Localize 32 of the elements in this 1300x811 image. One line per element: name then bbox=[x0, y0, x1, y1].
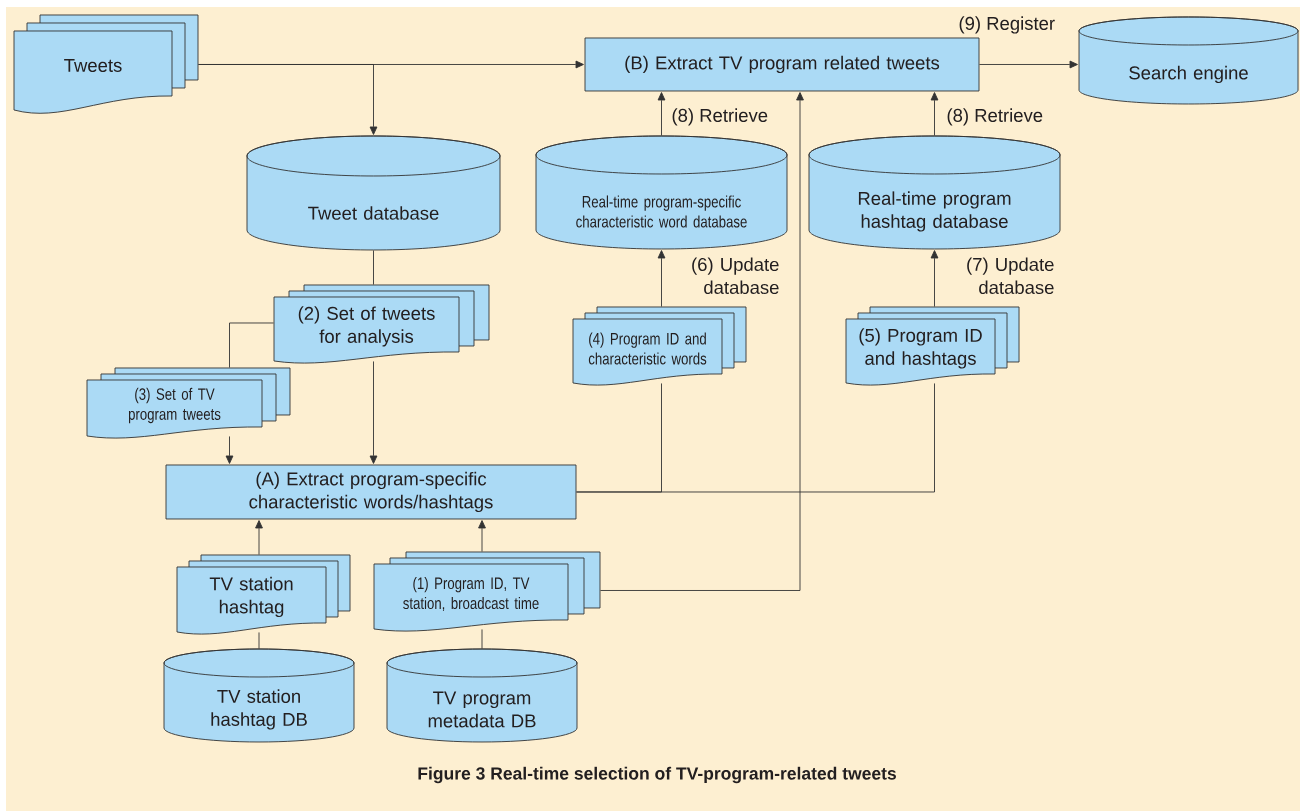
database-cylinder: TV program metadata DB bbox=[386, 648, 578, 743]
edge-label: (8) Retrieve bbox=[947, 108, 1043, 126]
arrow bbox=[657, 250, 666, 307]
document-stack: (1) Program ID, TV station, broadcast time bbox=[373, 551, 601, 632]
arrow bbox=[657, 92, 666, 136]
arrow bbox=[369, 361, 378, 464]
caption: Figure 3 Real-time selection of TV-program-related tweets bbox=[418, 766, 896, 784]
process-box: (B) Extract TV program related tweets bbox=[584, 37, 980, 92]
database-cylinder: Real-time program-specific characteristic word database bbox=[535, 135, 788, 250]
edge-label: (9) Register bbox=[959, 16, 1055, 34]
arrow bbox=[255, 520, 263, 555]
document-stack: (2) Set of tweets for analysis bbox=[273, 284, 490, 364]
arrow bbox=[225, 436, 234, 464]
document-stack: TV station hashtag bbox=[176, 554, 351, 635]
edge-label: (6) Update database bbox=[692, 257, 779, 295]
database-cylinder: Tweet database bbox=[246, 135, 501, 251]
document-stack: (4) Program ID and characteristic words bbox=[572, 306, 747, 386]
arrow bbox=[979, 60, 1078, 69]
database-cylinder: Real-time program hashtag database bbox=[808, 135, 1061, 250]
arrow bbox=[930, 250, 939, 307]
arrow bbox=[600, 92, 804, 591]
document-stack: (3) Set of TV program tweets bbox=[86, 367, 291, 439]
edge-label: (8) Retrieve bbox=[672, 108, 768, 126]
arrow bbox=[930, 92, 939, 136]
document-stack: (5) Program ID and hashtags bbox=[845, 306, 1020, 386]
database-cylinder: TV station hashtag DB bbox=[163, 648, 355, 743]
document-stack: Tweets bbox=[13, 14, 199, 114]
process-box: (A) Extract program-specific characteristic words/hashtags bbox=[165, 464, 577, 520]
edge-label: (7) Update database bbox=[967, 257, 1054, 295]
arrow bbox=[478, 520, 486, 552]
database-cylinder: Search engine bbox=[1078, 16, 1299, 105]
arrow bbox=[198, 64, 378, 135]
